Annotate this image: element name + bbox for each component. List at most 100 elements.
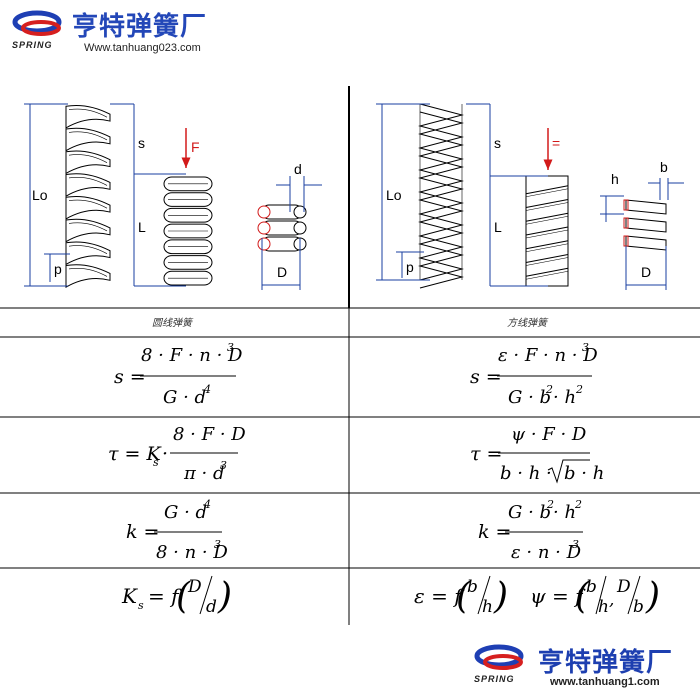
svg-text:(: ( — [176, 576, 191, 617]
svg-text:π · d: π · d — [183, 463, 225, 484]
label-p-right: p — [406, 259, 414, 275]
formula-k-square: k = G · b 2 · h 2 ε · n · D 3 — [478, 498, 583, 563]
svg-text:G · b: G · b — [508, 502, 551, 523]
svg-text:2: 2 — [574, 498, 582, 511]
svg-text:): ) — [217, 576, 232, 617]
svg-text:3: 3 — [214, 538, 221, 551]
svg-text:8 · F · n · D: 8 · F · n · D — [141, 345, 243, 366]
svg-text:h: h — [482, 597, 493, 617]
svg-text:s =: s = — [470, 366, 502, 388]
brand-website[interactable]: Www.tanhuang023.com — [84, 42, 201, 54]
formula-eps-psi-square: ε = f ( b h ) ψ = f ( b h , D b ) — [414, 575, 660, 617]
svg-text:(: ( — [575, 576, 590, 617]
svg-text:3: 3 — [572, 538, 579, 551]
svg-text:ε · n · D: ε · n · D — [511, 542, 582, 563]
label-D: D — [277, 264, 287, 280]
svg-text:4: 4 — [203, 498, 211, 511]
svg-text:ε = f: ε = f — [414, 584, 465, 608]
svg-text:s =: s = — [114, 366, 146, 388]
label-s: s — [138, 135, 145, 151]
svg-text:2: 2 — [575, 383, 583, 396]
svg-text:s: s — [153, 456, 159, 469]
formula-table — [0, 307, 700, 625]
svg-text:h: h — [598, 597, 609, 617]
svg-text:b · h: b · h — [564, 463, 604, 484]
svg-text:3: 3 — [220, 459, 227, 472]
svg-text:3: 3 — [582, 341, 589, 354]
svg-text:): ) — [645, 576, 660, 617]
formula-s-square: s = ε · F · n · D 3 G · b 2 · h 2 — [470, 341, 598, 408]
formula-s-round: s = 8 · F · n · D 3 G · d 4 — [114, 341, 243, 408]
label-L: L — [138, 219, 146, 235]
svg-text:2: 2 — [545, 383, 553, 396]
svg-text:4: 4 — [203, 383, 211, 396]
svg-text:D: D — [616, 577, 631, 597]
brand-name: 亨特弹簧厂 — [72, 12, 208, 42]
left-dimensions — [24, 103, 322, 290]
round-spring-free — [65, 104, 111, 288]
svg-text:,: , — [609, 590, 614, 610]
svg-text:2: 2 — [546, 498, 554, 511]
round-spring-loaded — [163, 176, 213, 286]
right-dimensions — [376, 103, 684, 290]
svg-text:K: K — [121, 584, 138, 608]
svg-text:8 · n · D: 8 · n · D — [156, 542, 228, 563]
spring-formula-diagram: Lo p s F L d D Lo p s = L — [0, 86, 700, 625]
label-L-right: L — [494, 219, 502, 235]
label-Lo: Lo — [32, 187, 48, 203]
label-Lo-right: Lo — [386, 187, 402, 203]
square-wire-section — [623, 199, 667, 251]
square-spring-loaded — [525, 175, 569, 287]
label-s-right: s — [494, 135, 501, 151]
svg-text:8 · F · D: 8 · F · D — [173, 424, 246, 445]
svg-text:k =: k = — [126, 521, 159, 543]
svg-text:s: s — [138, 599, 144, 612]
svg-text:b: b — [586, 577, 597, 597]
label-p: p — [54, 261, 62, 277]
svg-text:τ =: τ = — [470, 443, 502, 465]
svg-text:· h: · h — [553, 387, 576, 408]
formula-tau-square: τ = ψ · F · D b · h · b · h — [470, 424, 604, 484]
logo-spring-text: SPRING — [474, 674, 515, 684]
label-force-right: = — [552, 135, 560, 151]
label-F: F — [191, 139, 200, 155]
svg-text:k =: k = — [478, 521, 511, 543]
svg-text:·: · — [162, 443, 168, 465]
svg-text:= f: = f — [148, 584, 182, 608]
label-b: b — [660, 159, 668, 175]
round-wire-section — [257, 204, 307, 252]
left-dim-labels: Lo p s F L d D — [32, 135, 302, 280]
svg-text:ψ = f: ψ = f — [530, 584, 586, 608]
square-spring-free — [418, 103, 464, 289]
svg-text:(: ( — [456, 576, 471, 617]
svg-text:G · b: G · b — [508, 387, 551, 408]
label-d: d — [294, 161, 302, 177]
brand-website[interactable]: www.tanhuang1.com — [550, 676, 660, 688]
header-square-wire: 方线弹簧 — [507, 318, 547, 329]
svg-text:d: d — [206, 597, 217, 617]
svg-text:ψ · F · D: ψ · F · D — [511, 424, 587, 445]
spring-logo-icon — [474, 644, 524, 670]
brand-name: 亨特弹簧厂 — [538, 648, 674, 678]
label-D-right: D — [641, 264, 651, 280]
right-dim-labels: Lo p s = L h b D — [386, 135, 668, 280]
label-h: h — [611, 171, 619, 187]
brand-logo-top: SPRING 亨特弹簧厂 Www.tanhuang023.com — [8, 6, 238, 62]
header-round-wire: 圆线弹簧 — [152, 318, 192, 329]
svg-text:· h: · h — [553, 502, 576, 523]
svg-text:b: b — [467, 577, 478, 597]
svg-text:τ = K: τ = K — [108, 443, 163, 465]
svg-text:G · d: G · d — [163, 387, 206, 408]
formula-Ks-round: K s = f ( D d ) — [121, 575, 232, 617]
logo-spring-text: SPRING — [12, 40, 53, 50]
spring-logo-icon — [12, 10, 62, 36]
svg-text:ε · F · n · D: ε · F · n · D — [498, 345, 598, 366]
svg-text:): ) — [493, 576, 508, 617]
brand-logo-bottom: SPRING 亨特弹簧厂 www.tanhuang1.com — [470, 640, 695, 696]
svg-text:D: D — [187, 577, 202, 597]
svg-text:3: 3 — [227, 341, 234, 354]
svg-text:b: b — [633, 597, 644, 617]
svg-text:b · h ·: b · h · — [500, 463, 552, 484]
formula-k-round: k = G · d 4 8 · n · D 3 — [126, 498, 228, 563]
svg-text:G · d: G · d — [164, 502, 207, 523]
